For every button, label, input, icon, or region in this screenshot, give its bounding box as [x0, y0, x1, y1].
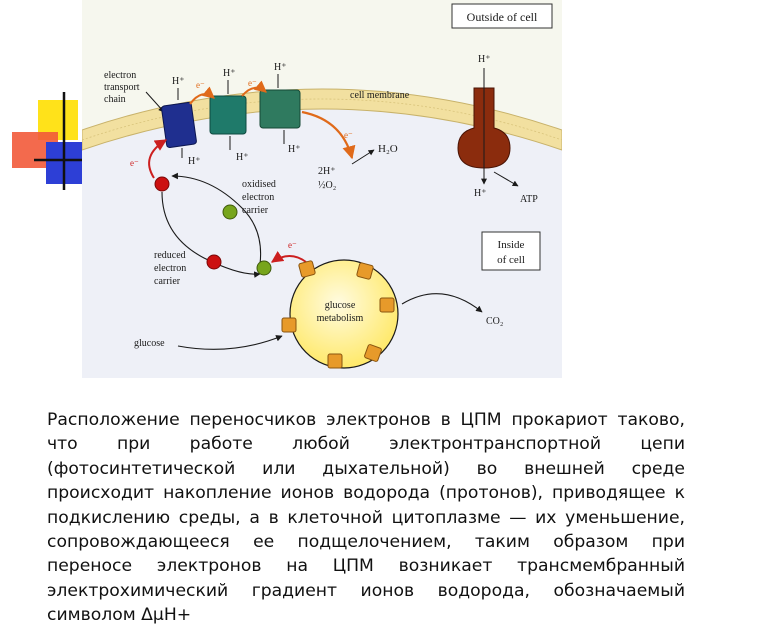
glucose-label: glucose	[134, 338, 165, 349]
carrier-cycle-right	[171, 172, 262, 265]
caption-paragraph: Расположение переносчиков электронов в Ц…	[47, 410, 685, 626]
port	[356, 262, 374, 280]
electron-arrow-2	[241, 80, 267, 97]
e-minus-label: e⁻	[196, 80, 205, 90]
glucose-metabolism-label-1: glucose	[325, 300, 356, 311]
h-plus-label: H⁺	[172, 76, 185, 87]
h-plus-label: H⁺	[474, 188, 487, 199]
electron-arrow-1	[189, 86, 215, 105]
port	[379, 297, 395, 313]
h-plus-label: H⁺	[223, 68, 236, 79]
reduced-label-1: reduced	[154, 250, 186, 261]
complex-2-teal	[209, 95, 247, 135]
h-plus-label: H⁺	[288, 144, 301, 155]
oxidised-label-1: oxidised	[242, 179, 276, 190]
two-h-label: 2H⁺	[318, 166, 336, 177]
e-minus-label: e⁻	[248, 78, 257, 88]
h2o-label: H₂O	[378, 143, 398, 155]
e-minus-label: e⁻	[288, 240, 297, 250]
port	[327, 353, 343, 369]
electron-arrow-3	[301, 110, 356, 160]
outside-label-box	[451, 3, 553, 29]
glucose-metabolism-label-2: metabolism	[317, 313, 364, 324]
red-electron-arrow-1	[148, 139, 168, 179]
co2-label: CO₂	[486, 316, 503, 327]
half-o2-label: ½O₂	[318, 180, 336, 191]
complex-1-blue	[161, 102, 197, 148]
inside-label-line1: Inside	[498, 239, 525, 251]
glucose-ports	[281, 260, 395, 369]
h-plus-label: H⁺	[478, 54, 491, 65]
water-arrow	[351, 149, 375, 165]
atp-label: ATP	[520, 194, 538, 205]
e-minus-label: e⁻	[344, 130, 353, 140]
oxidised-carrier-top	[222, 204, 238, 220]
h-plus-label: H⁺	[274, 62, 287, 73]
etc-label-3: chain	[104, 94, 126, 105]
oxidised-carrier-bottom	[256, 260, 272, 276]
membrane-label: cell membrane	[350, 90, 410, 101]
cytoplasm-region	[82, 100, 562, 378]
reduced-carrier-bottom	[206, 254, 222, 270]
oxidised-label-3: carrier	[242, 205, 269, 216]
red-electron-arrow-2	[271, 251, 307, 263]
inside-label-line2: of cell	[497, 254, 525, 266]
etc-pointer	[145, 91, 165, 113]
e-minus-label: e⁻	[130, 158, 139, 168]
complex-3-green	[259, 89, 301, 129]
electron-transport-diagram: Outside of cell Inside of cell electron …	[82, 0, 562, 378]
reduced-carrier-top	[154, 176, 170, 192]
atp-arrow	[493, 171, 519, 187]
glucose-metabolism-sphere	[289, 259, 399, 369]
port	[364, 344, 382, 362]
membrane-midline	[82, 98, 562, 141]
port	[298, 260, 316, 278]
carrier-cycle-left	[161, 191, 261, 278]
h-plus-label: H⁺	[236, 152, 249, 163]
etc-label-2: transport	[104, 82, 140, 93]
outside-label: Outside of cell	[467, 10, 538, 24]
h-plus-label: H⁺	[188, 156, 201, 167]
decorative-squares	[12, 92, 90, 190]
co2-arrow	[401, 293, 483, 313]
oxidised-label-2: electron	[242, 192, 274, 203]
etc-label-1: electron	[104, 70, 136, 81]
port	[281, 317, 297, 333]
reduced-label-3: carrier	[154, 276, 181, 287]
inside-label-box	[481, 231, 541, 271]
reduced-label-2: electron	[154, 263, 186, 274]
glucose-arrow	[177, 335, 283, 350]
